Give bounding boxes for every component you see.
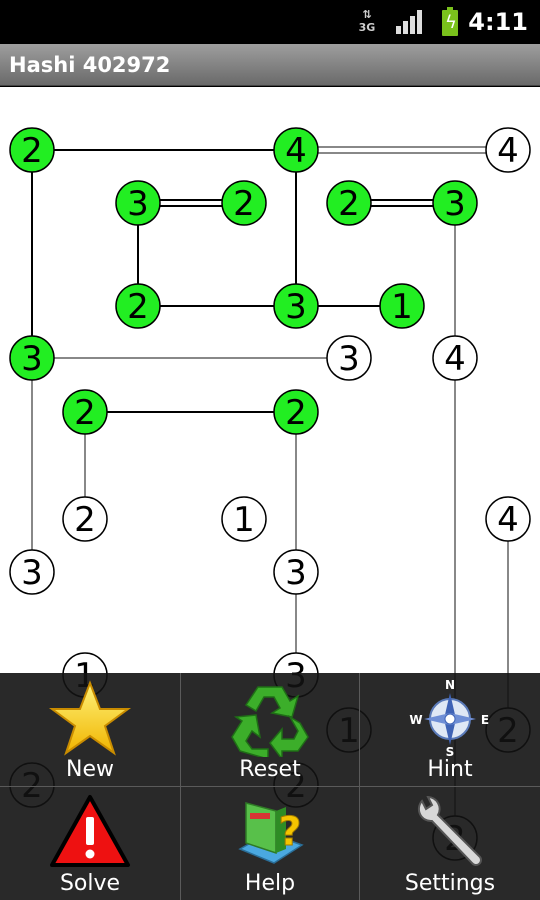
svg-text:S: S [446, 745, 455, 757]
svg-text:N: N [445, 679, 455, 692]
menu-hint-label: Hint [427, 757, 473, 782]
island-circle[interactable] [432, 180, 478, 226]
menu-reset-label: Reset [239, 757, 301, 782]
island-n13[interactable]: 4 [432, 335, 478, 381]
svg-text:W: W [409, 713, 422, 727]
island-n4[interactable]: 3 [115, 180, 161, 226]
wrench-icon [417, 795, 482, 866]
island-n8[interactable]: 2 [115, 283, 161, 329]
island-value: 3 [285, 553, 307, 593]
recycle-icon [231, 686, 309, 757]
island-n7[interactable]: 3 [432, 180, 478, 226]
island-circle[interactable] [485, 496, 531, 542]
help-book-icon: ? [238, 802, 304, 864]
menu-new-label: New [66, 757, 114, 782]
island-n18[interactable]: 4 [485, 496, 531, 542]
island-n2[interactable]: 4 [273, 127, 319, 173]
island-value: 4 [497, 500, 519, 540]
island-circle[interactable] [115, 180, 161, 226]
island-circle[interactable] [9, 127, 55, 173]
island-value: 1 [233, 500, 255, 540]
island-value: 3 [21, 339, 43, 379]
svg-text:E: E [481, 713, 489, 727]
island-value: 2 [21, 131, 43, 171]
menu-new-button[interactable]: New [0, 673, 181, 787]
menu-hint-button[interactable]: N S W E Hint [360, 673, 540, 787]
island-value: 2 [233, 184, 255, 224]
island-circle[interactable] [9, 335, 55, 381]
island-value: 2 [338, 184, 360, 224]
island-n17[interactable]: 1 [221, 496, 267, 542]
island-value: 2 [74, 393, 96, 433]
island-circle[interactable] [221, 496, 267, 542]
status-bar: ⇅3G ϟ 4:11 [0, 0, 540, 44]
island-n14[interactable]: 2 [62, 389, 108, 435]
island-circle[interactable] [326, 335, 372, 381]
island-value: 3 [21, 553, 43, 593]
island-value: 3 [127, 184, 149, 224]
island-circle[interactable] [485, 127, 531, 173]
warning-icon [50, 795, 130, 867]
options-menu: New Reset N S W E Hint [0, 673, 540, 900]
island-n9[interactable]: 3 [273, 283, 319, 329]
app-title: Hashi 402972 [0, 44, 540, 86]
island-circle[interactable] [115, 283, 161, 329]
signal-strength-icon [396, 10, 424, 34]
network-3g-icon: ⇅3G [358, 8, 376, 34]
island-value: 2 [127, 287, 149, 327]
island-circle[interactable] [273, 389, 319, 435]
status-clock: 4:11 [468, 8, 528, 36]
island-circle[interactable] [62, 389, 108, 435]
island-n1[interactable]: 2 [9, 127, 55, 173]
island-value: 3 [444, 184, 466, 224]
island-n19[interactable]: 3 [9, 549, 55, 595]
menu-settings-button[interactable]: Settings [360, 787, 540, 900]
island-circle[interactable] [273, 549, 319, 595]
island-n6[interactable]: 2 [326, 180, 372, 226]
island-value: 3 [285, 287, 307, 327]
island-circle[interactable] [221, 180, 267, 226]
island-value: 2 [74, 500, 96, 540]
menu-solve-button[interactable]: Solve [0, 787, 181, 900]
island-n5[interactable]: 2 [221, 180, 267, 226]
island-value: 4 [285, 131, 307, 171]
island-circle[interactable] [432, 335, 478, 381]
menu-help-button[interactable]: ? Help [181, 787, 360, 900]
island-value: 2 [285, 393, 307, 433]
compass-icon: N S W E [409, 679, 489, 757]
island-n15[interactable]: 2 [273, 389, 319, 435]
island-n20[interactable]: 3 [273, 549, 319, 595]
menu-reset-button[interactable]: Reset [181, 673, 360, 787]
island-value: 1 [391, 287, 413, 327]
battery-charging-icon: ϟ [442, 6, 458, 36]
island-value: 4 [497, 131, 519, 171]
menu-settings-label: Settings [404, 871, 496, 896]
island-n11[interactable]: 3 [9, 335, 55, 381]
menu-help-label: Help [244, 871, 296, 896]
island-circle[interactable] [273, 127, 319, 173]
island-circle[interactable] [273, 283, 319, 329]
island-value: 4 [444, 339, 466, 379]
menu-solve-label: Solve [59, 871, 121, 896]
island-n3[interactable]: 4 [485, 127, 531, 173]
island-n12[interactable]: 3 [326, 335, 372, 381]
island-circle[interactable] [326, 180, 372, 226]
svg-text:?: ? [278, 809, 301, 855]
island-value: 3 [338, 339, 360, 379]
star-icon [48, 680, 132, 756]
island-circle[interactable] [379, 283, 425, 329]
island-circle[interactable] [9, 549, 55, 595]
island-circle[interactable] [62, 496, 108, 542]
island-n10[interactable]: 1 [379, 283, 425, 329]
island-n16[interactable]: 2 [62, 496, 108, 542]
